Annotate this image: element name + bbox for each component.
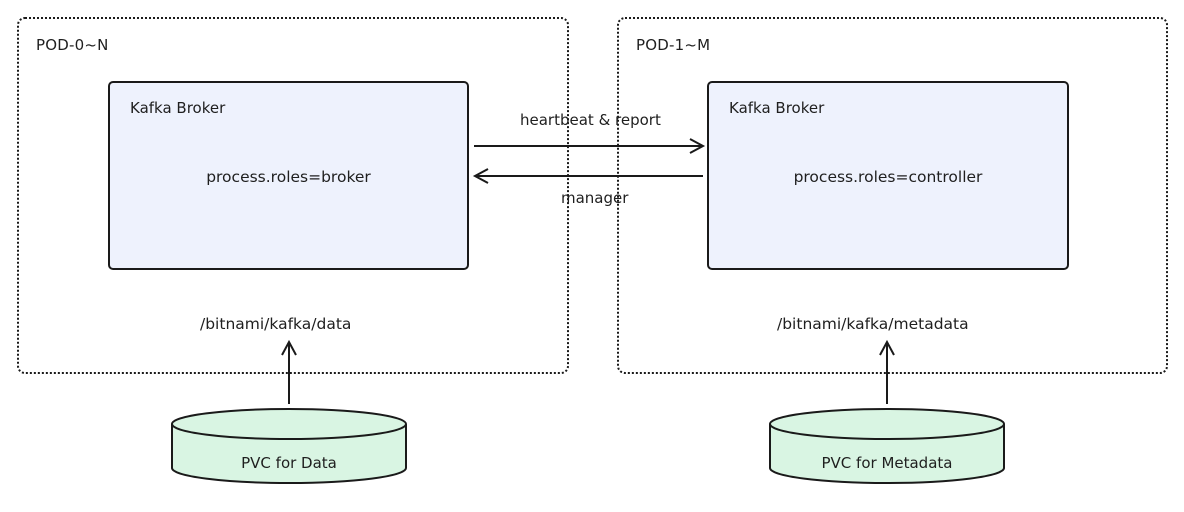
mount-path-left: /bitnami/kafka/data <box>200 315 352 333</box>
pvc-right-mount-arrow <box>879 339 895 404</box>
broker-left-box: Kafka Broker process.roles=broker <box>108 81 469 270</box>
broker-right-role: process.roles=controller <box>793 168 983 186</box>
pvc-left-mount-arrow <box>281 339 297 404</box>
manager-arrow <box>472 168 703 184</box>
mount-path-right: /bitnami/kafka/metadata <box>777 315 969 333</box>
broker-right-box: Kafka Broker process.roles=controller <box>707 81 1069 270</box>
broker-left-title: Kafka Broker <box>130 99 226 117</box>
pvc-left-cylinder <box>171 408 407 484</box>
pvc-right-label: PVC for Metadata <box>821 454 953 472</box>
heartbeat-arrow <box>474 138 706 154</box>
pod-right-container <box>617 17 1168 374</box>
broker-left-role: process.roles=broker <box>206 168 371 186</box>
pvc-left-label: PVC for Data <box>241 454 337 472</box>
pvc-right-cylinder <box>769 408 1005 484</box>
heartbeat-label: heartbeat & report <box>520 111 661 129</box>
broker-right-title: Kafka Broker <box>729 99 825 117</box>
manager-label: manager <box>561 189 629 207</box>
pod-left-container <box>17 17 569 374</box>
pod-left-label: POD-0~N <box>36 36 109 54</box>
pod-right-label: POD-1~M <box>636 36 711 54</box>
